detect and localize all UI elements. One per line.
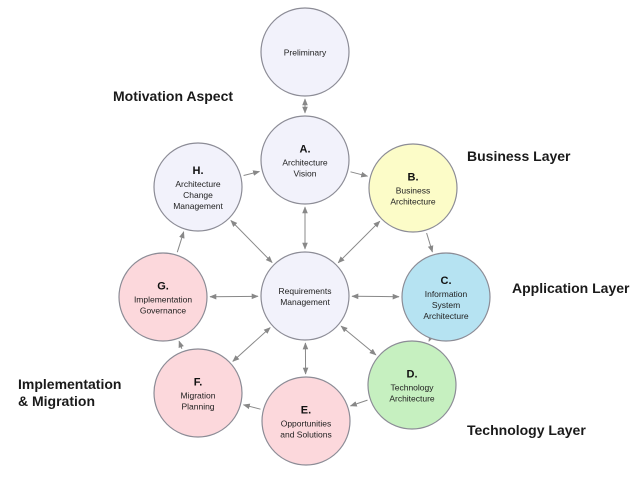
business-layer-label: Business Layer <box>467 148 571 164</box>
phase-circle-h <box>153 142 243 232</box>
arrow-f-to-g <box>178 340 184 349</box>
phase-label-d-1: Architecture <box>389 394 435 404</box>
phase-letter-b: B. <box>408 172 419 184</box>
phase-circle-g <box>118 252 208 342</box>
arrow-requirements-to-d <box>340 325 377 356</box>
arrow-requirements-to-f <box>232 327 271 362</box>
arrow-e-to-f <box>242 403 261 410</box>
phase-circle-requirements <box>260 251 350 341</box>
phase-letter-g: G. <box>157 281 169 293</box>
arrow-h-to-a <box>243 170 261 176</box>
connector-arrows <box>176 98 435 410</box>
phase-label-c-0: Information <box>425 289 468 299</box>
phase-label-a-1: Vision <box>294 169 317 179</box>
motivation-aspect-label: Motivation Aspect <box>113 88 234 104</box>
phase-label-f-0: Migration <box>181 391 216 401</box>
implementation-migration-label: Implementation & Migration <box>18 376 121 410</box>
arrow-requirements-to-b <box>337 220 381 264</box>
phase-letter-h: H. <box>193 165 204 177</box>
application-layer-label: Application Layer <box>512 280 630 296</box>
phase-circle-e <box>261 376 351 466</box>
phase-label-f-1: Planning <box>181 402 214 412</box>
technology-layer-label: Technology Layer <box>467 422 586 438</box>
arrow-g-to-h <box>176 231 185 253</box>
phase-label-g-1: Governance <box>140 306 187 316</box>
phase-label-a-0: Architecture <box>282 158 328 168</box>
phase-letter-c: C. <box>441 275 452 287</box>
implementation-label-line1: Implementation <box>18 376 122 392</box>
phase-circle-preliminary <box>260 7 350 97</box>
phase-label-c-2: Architecture <box>423 311 469 321</box>
phase-label-d-0: Technology <box>390 383 434 393</box>
phase-label-requirements-0: Requirements <box>279 286 332 296</box>
phase-label-g-0: Implementation <box>134 295 192 305</box>
phase-letter-f: F. <box>194 377 203 389</box>
phase-label-preliminary-0: Preliminary <box>284 48 327 58</box>
phase-label-b-1: Architecture <box>390 197 436 207</box>
phase-label-c-1: System <box>432 300 460 310</box>
phase-label-h-0: Architecture <box>175 179 221 189</box>
phase-label-h-1: Change <box>183 190 213 200</box>
phase-label-requirements-1: Management <box>280 297 330 307</box>
phase-circle-b <box>368 143 458 233</box>
phase-label-h-2: Management <box>173 201 223 211</box>
phase-circle-c <box>401 252 491 342</box>
phase-node-preliminary: Preliminary <box>260 7 350 97</box>
phase-label-e-0: Opportunities <box>281 419 332 429</box>
arrow-a-to-b <box>350 171 369 178</box>
phase-circle-d <box>367 340 457 430</box>
arrow-d-to-e <box>349 399 368 407</box>
phase-letter-d: D. <box>407 369 418 381</box>
phase-circle-f <box>153 348 243 438</box>
phase-label-b-0: Business <box>396 186 431 196</box>
phase-letter-a: A. <box>300 144 311 156</box>
phase-circle-a <box>260 115 350 205</box>
phase-label-e-1: and Solutions <box>280 430 332 440</box>
arrow-b-to-c <box>426 232 434 253</box>
phase-letter-e: E. <box>301 405 311 417</box>
implementation-label-line2: & Migration <box>18 393 95 409</box>
arrow-requirements-to-h <box>230 220 273 263</box>
